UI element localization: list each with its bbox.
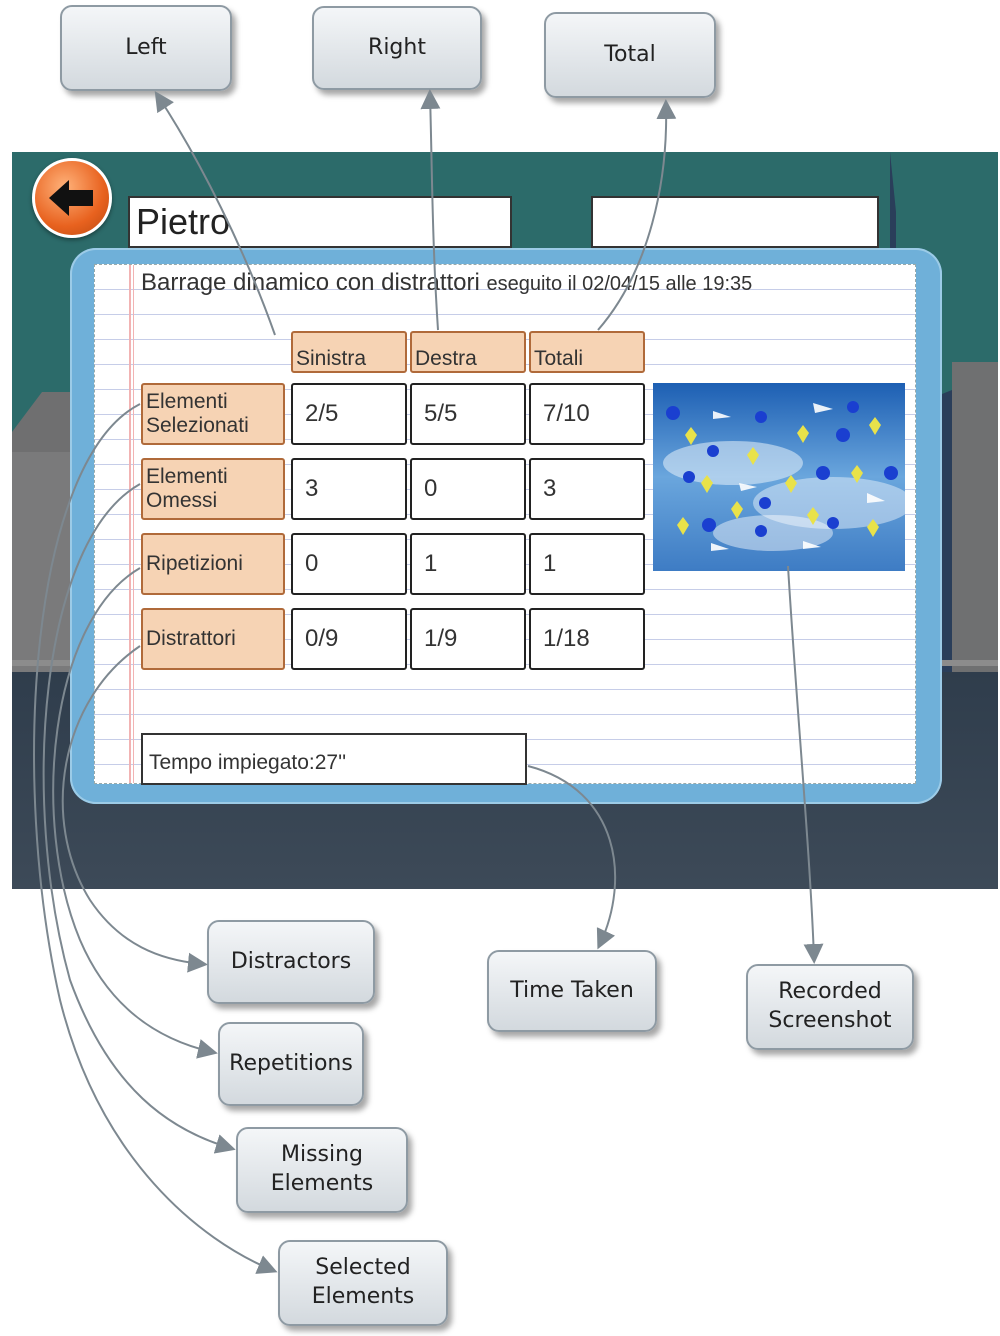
callout-time-taken: Time Taken xyxy=(487,950,657,1032)
recorded-screenshot-image xyxy=(653,383,905,571)
callout-total: Total xyxy=(544,12,716,98)
callout-recorded-screenshot: Recorded Screenshot xyxy=(746,964,914,1050)
row-label-elementi-selezionati: Elementi Selezionati xyxy=(141,383,285,445)
patient-name-field[interactable]: Pietro xyxy=(128,196,512,248)
cell-distractors-left: 0/9 xyxy=(291,608,407,670)
cell-selected-total: 7/10 xyxy=(529,383,645,445)
callout-repetitions: Repetitions xyxy=(218,1022,364,1106)
cell-selected-right: 5/5 xyxy=(410,383,526,445)
arrow-left-icon xyxy=(49,180,93,216)
callout-right: Right xyxy=(312,6,482,90)
results-panel: Barrage dinamico con distrattori eseguit… xyxy=(70,248,942,804)
column-header-totali: Totali xyxy=(529,331,645,373)
callout-selected-elements: Selected Elements xyxy=(278,1240,448,1326)
row-label-elementi-omessi: Elementi Omessi xyxy=(141,458,285,520)
cell-missing-left: 3 xyxy=(291,458,407,520)
test-name: Barrage dinamico con distrattori xyxy=(141,269,480,296)
cell-repetitions-total: 1 xyxy=(529,533,645,595)
cell-selected-left: 2/5 xyxy=(291,383,407,445)
cell-distractors-right: 1/9 xyxy=(410,608,526,670)
row-label-ripetizioni: Ripetizioni xyxy=(141,533,285,595)
cell-missing-right: 0 xyxy=(410,458,526,520)
cell-repetitions-right: 1 xyxy=(410,533,526,595)
callout-missing-elements: Missing Elements xyxy=(236,1127,408,1213)
back-button[interactable] xyxy=(32,158,112,238)
app-screen: Pietro Barrage dinamico con distrattori … xyxy=(12,152,998,889)
column-header-destra: Destra xyxy=(410,331,526,373)
callout-left: Left xyxy=(60,5,232,91)
cell-distractors-total: 1/18 xyxy=(529,608,645,670)
cell-repetitions-left: 0 xyxy=(291,533,407,595)
test-title: Barrage dinamico con distrattori eseguit… xyxy=(141,269,752,297)
secondary-field[interactable] xyxy=(591,196,879,248)
time-taken-field: Tempo impiegato:27'' xyxy=(141,733,527,785)
callout-distractors: Distractors xyxy=(207,920,375,1004)
cell-missing-total: 3 xyxy=(529,458,645,520)
notebook-sheet: Barrage dinamico con distrattori eseguit… xyxy=(94,264,916,785)
test-date: eseguito il 02/04/15 alle 19:35 xyxy=(486,273,753,295)
column-header-sinistra: Sinistra xyxy=(291,331,407,373)
row-label-distrattori: Distrattori xyxy=(141,608,285,670)
